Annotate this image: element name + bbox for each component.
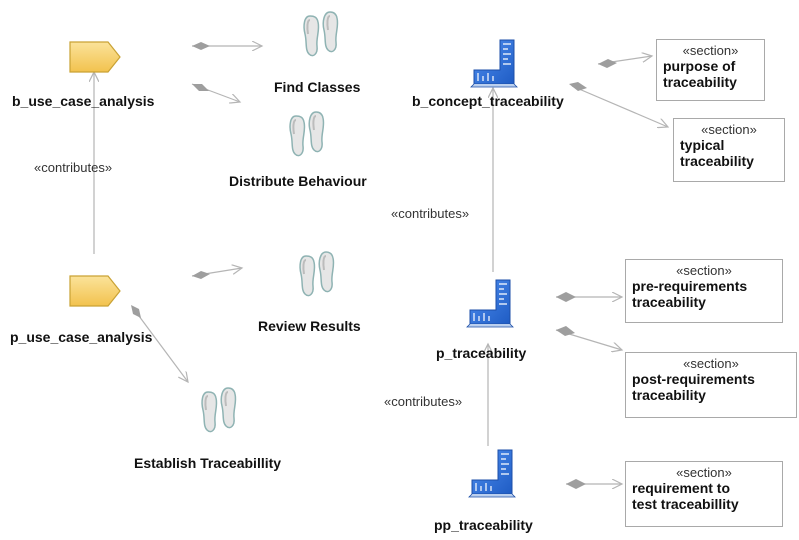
section-stereotype: «section» [682,43,739,58]
section-title-line: purpose of [663,58,736,74]
association-find-classes [192,42,262,50]
stereotype-contributes: «contributes» [34,160,113,175]
section-title-line: pre-requirements [632,278,748,294]
node-label-b-use-case-analysis[interactable]: b_use_case_analysis [12,93,155,109]
stereotype-contributes: «contributes» [391,206,470,221]
association-requirement-to-test [566,479,622,489]
section-stereotype: «section» [701,122,757,137]
capability-pattern-icon[interactable] [69,41,121,73]
node-label-b-concept-traceability[interactable]: b_concept_traceability [412,93,564,109]
association-distribute-behaviour [191,83,240,102]
section-stereotype: «section» [676,465,732,480]
section-title-line: traceability [632,387,706,403]
section-title-line: traceability [632,294,706,310]
node-label-establish-traceability[interactable]: Establish Traceabillity [134,455,282,471]
node-label-p-traceability[interactable]: p_traceability [436,345,527,361]
concept-icon[interactable] [470,39,518,88]
section-title-line: requirement to [632,480,731,496]
association-review-results [191,268,242,279]
section-box[interactable]: «section» requirement to test traceabill… [625,461,783,527]
concept-icon[interactable] [466,279,514,328]
task-steps-icon[interactable] [303,11,339,57]
section-box[interactable]: «section» typical traceability [673,118,785,182]
concept-icon[interactable] [468,449,516,498]
node-label-pp-traceability[interactable]: pp_traceability [434,517,533,533]
section-stereotype: «section» [676,263,732,278]
association-pre-requirements [556,292,622,302]
association-typical-traceability [569,82,668,127]
association-post-requirements [555,326,622,350]
section-title-line: traceability [663,74,737,90]
task-steps-icon[interactable] [299,251,335,297]
section-box[interactable]: «section» post-requirements traceability [625,352,797,418]
capability-pattern-icon[interactable] [69,275,121,307]
association-establish-traceability [131,305,188,382]
node-label-review-results[interactable]: Review Results [258,318,361,334]
task-steps-icon[interactable] [289,111,325,157]
section-box[interactable]: «section» pre-requirements traceability [625,259,783,323]
task-steps-icon[interactable] [201,387,237,433]
section-title-line: test traceabillity [632,496,739,512]
section-box[interactable]: «section» purpose of traceability [656,39,765,101]
section-title-line: traceability [680,153,754,169]
stereotype-contributes: «contributes» [384,394,463,409]
node-label-p-use-case-analysis[interactable]: p_use_case_analysis [10,329,153,345]
node-label-find-classes[interactable]: Find Classes [274,79,361,95]
section-stereotype: «section» [683,356,739,371]
association-purpose-of-traceability [597,56,652,68]
section-title-line: post-requirements [632,371,755,387]
section-title-line: typical [680,137,725,153]
node-label-distribute-behaviour[interactable]: Distribute Behaviour [229,173,367,189]
